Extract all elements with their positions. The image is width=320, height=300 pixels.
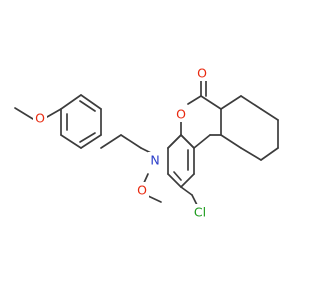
bond [220,95,242,110]
bond [79,100,96,112]
bond [60,134,82,149]
bond [220,134,242,149]
lactone-ring-oxygen-atom: O [174,106,188,122]
bond [240,95,262,110]
amine-nitrogen-atom: N [148,152,162,168]
methoxy-oxygen-atom: O [33,110,47,126]
molecule-canvas: O N O O O Cl [14,65,279,220]
bond [180,134,195,149]
lactone-ring-oxygen-label: O [176,107,186,122]
bond [200,95,222,110]
bond [80,94,102,110]
methoxy-oxygen-label: O [35,111,45,126]
oxazine-oxygen-label: O [137,183,147,198]
carbonyl-oxygen-label: O [197,66,207,81]
bond [260,108,279,121]
amine-nitrogen-label: N [150,153,159,168]
molecule-structure: O N O O O Cl [14,65,279,220]
chlorine-label: Cl [194,205,206,220]
atom-label-layer: O N O O O Cl [33,65,210,220]
bond [80,134,102,149]
bond [180,186,193,196]
chlorine-atom: Cl [190,204,210,220]
bond [167,134,182,149]
bond [60,94,82,110]
bond [260,147,279,161]
bond [79,132,96,143]
bond [46,108,62,118]
bond [100,134,122,149]
bond [240,147,262,161]
oxazine-oxygen-atom: O [135,182,149,198]
bond [180,173,195,188]
carbonyl-oxygen-atom: O [195,65,209,81]
bond [187,95,202,105]
bond [120,134,142,149]
bond [193,134,211,149]
bond [167,173,182,188]
bond [173,171,182,181]
bond [14,107,34,120]
